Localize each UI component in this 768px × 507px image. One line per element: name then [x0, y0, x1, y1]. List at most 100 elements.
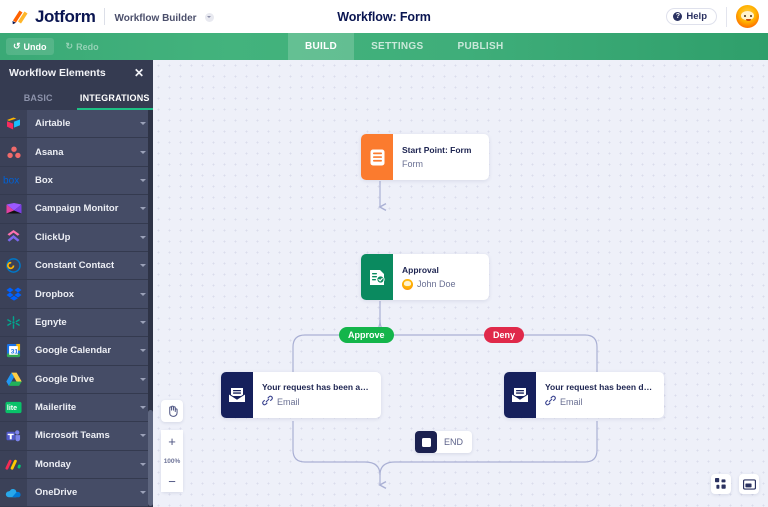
node-subtitle: Form: [402, 158, 478, 171]
node-email-approved[interactable]: Your request has been appro... Email: [221, 372, 381, 418]
sidebar-item-label: Mailerlite: [27, 393, 133, 422]
redo-button[interactable]: ↻ Redo: [59, 38, 106, 55]
email-icon: [221, 372, 253, 418]
tab-build[interactable]: BUILD: [288, 33, 355, 60]
node-email-denied[interactable]: Your request has been denied. Email: [504, 372, 664, 418]
sidebar-item-monday[interactable]: Monday: [0, 450, 153, 480]
undo-label: Undo: [23, 41, 47, 52]
onedrive-icon: [0, 479, 27, 507]
sidebar-scrollbar-track[interactable]: [148, 110, 153, 507]
mailerlite-icon: lite: [0, 393, 27, 422]
egnyte-icon: [0, 308, 27, 337]
redo-icon: ↻: [65, 41, 74, 51]
workflow-builder-dropdown[interactable]: Workflow Builder: [114, 8, 214, 26]
node-title: Approval: [402, 264, 439, 275]
sidebar-item-asana[interactable]: Asana: [0, 138, 153, 167]
sidebar-item-google-calendar[interactable]: 31 Google Calendar: [0, 337, 153, 366]
microsoft-teams-icon: [0, 422, 27, 450]
sidebar-item-google-drive[interactable]: Google Drive: [0, 365, 153, 394]
sidebar-item-box[interactable]: box Box: [0, 166, 153, 196]
page-title: Workflow: Form: [337, 9, 431, 24]
node-approval[interactable]: Approval John Doe: [361, 254, 489, 300]
sidebar-item-label: Asana: [27, 138, 133, 166]
sidebar-scrollbar-thumb[interactable]: [148, 410, 153, 506]
sidebar-item-microsoft-teams[interactable]: Microsoft Teams: [0, 422, 153, 451]
link-icon: [545, 395, 556, 410]
main-tabs: BUILD SETTINGS PUBLISH: [288, 33, 520, 60]
sidebar-item-label: Campaign Monitor: [27, 195, 133, 223]
tab-settings[interactable]: SETTINGS: [371, 41, 424, 52]
sidebar-item-egnyte[interactable]: Egnyte: [0, 308, 153, 338]
avatar[interactable]: [736, 5, 759, 28]
panel-title: Workflow Elements: [9, 67, 106, 79]
sidebar-item-label: OneDrive: [27, 479, 133, 507]
canvas-tools: [711, 474, 759, 494]
tab-basic[interactable]: BASIC: [23, 93, 53, 103]
airtable-icon: [0, 110, 27, 138]
sidebar-item-label: ClickUp: [27, 223, 133, 251]
dropbox-icon: [0, 280, 27, 308]
node-start-point-body: Start Point: Form Form: [393, 134, 489, 180]
brand-name: Jotform: [35, 6, 96, 26]
top-bar-actions: ? Help: [666, 5, 768, 28]
svg-text:box: box: [3, 176, 19, 186]
svg-text:31: 31: [11, 349, 19, 356]
zoom-controls: + 100% −: [161, 400, 183, 492]
sidebar-item-label: Airtable: [27, 110, 133, 138]
tab-bar: ↺ Undo ↻ Redo BUILD SETTINGS PUBLISH: [0, 33, 768, 60]
sidebar-item-clickup[interactable]: ClickUp: [0, 223, 153, 252]
campaign-monitor-icon: [0, 195, 27, 223]
sidebar-item-label: Dropbox: [27, 280, 133, 308]
sidebar-item-onedrive[interactable]: OneDrive: [0, 479, 153, 507]
node-email-denied-body: Your request has been denied. Email: [536, 372, 664, 418]
panel-header: Workflow Elements ✕: [0, 60, 153, 86]
sidebar-item-campaign-monitor[interactable]: Campaign Monitor: [0, 195, 153, 224]
tab-publish[interactable]: PUBLISH: [457, 41, 504, 52]
node-subtitle: John Doe: [402, 278, 478, 291]
undo-button[interactable]: ↺ Undo: [6, 38, 54, 55]
google-calendar-icon: 31: [0, 337, 27, 365]
minimap-icon[interactable]: [739, 474, 759, 494]
asana-icon: [0, 138, 27, 166]
panel-tabs: BASIC INTEGRATIONS: [0, 86, 153, 110]
sidebar-item-label: Box: [27, 166, 133, 195]
help-button[interactable]: ? Help: [666, 8, 717, 25]
sidebar-item-constant-contact[interactable]: Constant Contact: [0, 251, 153, 281]
avatar-eye-left-icon: [744, 15, 746, 17]
workflow-elements-panel: Workflow Elements ✕ BASIC INTEGRATIONS A…: [0, 60, 153, 507]
node-subtitle-text: John Doe: [417, 278, 456, 289]
approval-icon: [361, 254, 393, 300]
close-icon[interactable]: ✕: [133, 66, 144, 80]
sidebar-item-label: Egnyte: [27, 308, 133, 337]
brand-area[interactable]: Jotform: [0, 6, 96, 27]
branch-label-approve[interactable]: Approve: [339, 327, 394, 343]
sidebar-item-dropbox[interactable]: Dropbox: [0, 280, 153, 309]
top-divider: [726, 6, 727, 27]
sidebar-item-mailerlite[interactable]: lite Mailerlite: [0, 393, 153, 423]
pan-hand-icon[interactable]: [161, 400, 183, 422]
tab-integrations[interactable]: INTEGRATIONS: [76, 86, 154, 110]
node-start-point[interactable]: Start Point: Form Form: [361, 134, 489, 180]
layout-grid-icon[interactable]: [711, 474, 731, 494]
sidebar-item-label: Google Drive: [27, 365, 133, 393]
integrations-list: Airtable Asana box Box Campaign Monitor: [0, 110, 153, 507]
node-title: Your request has been denied.: [545, 381, 653, 392]
zoom-stack: + 100% −: [161, 430, 183, 492]
node-title: Start Point: Form: [402, 144, 472, 155]
node-end-label: END: [444, 437, 464, 447]
zoom-in-button[interactable]: +: [161, 430, 183, 452]
history-controls: ↺ Undo ↻ Redo: [0, 33, 106, 60]
node-subtitle-text: Email: [560, 396, 583, 407]
zoom-level-label: 100%: [163, 457, 181, 465]
clickup-icon: [0, 223, 27, 251]
workflow-canvas[interactable]: Start Point: Form Form Approval John Doe…: [153, 60, 768, 507]
monday-icon: [0, 450, 27, 479]
sidebar-item-airtable[interactable]: Airtable: [0, 110, 153, 139]
link-icon: [262, 395, 273, 410]
sidebar-item-label: Constant Contact: [27, 251, 133, 280]
branch-label-deny[interactable]: Deny: [484, 327, 525, 343]
chevron-down-icon: [204, 12, 214, 22]
node-end[interactable]: END: [415, 431, 473, 453]
zoom-out-button[interactable]: −: [161, 470, 183, 492]
brand-divider: [104, 8, 106, 25]
